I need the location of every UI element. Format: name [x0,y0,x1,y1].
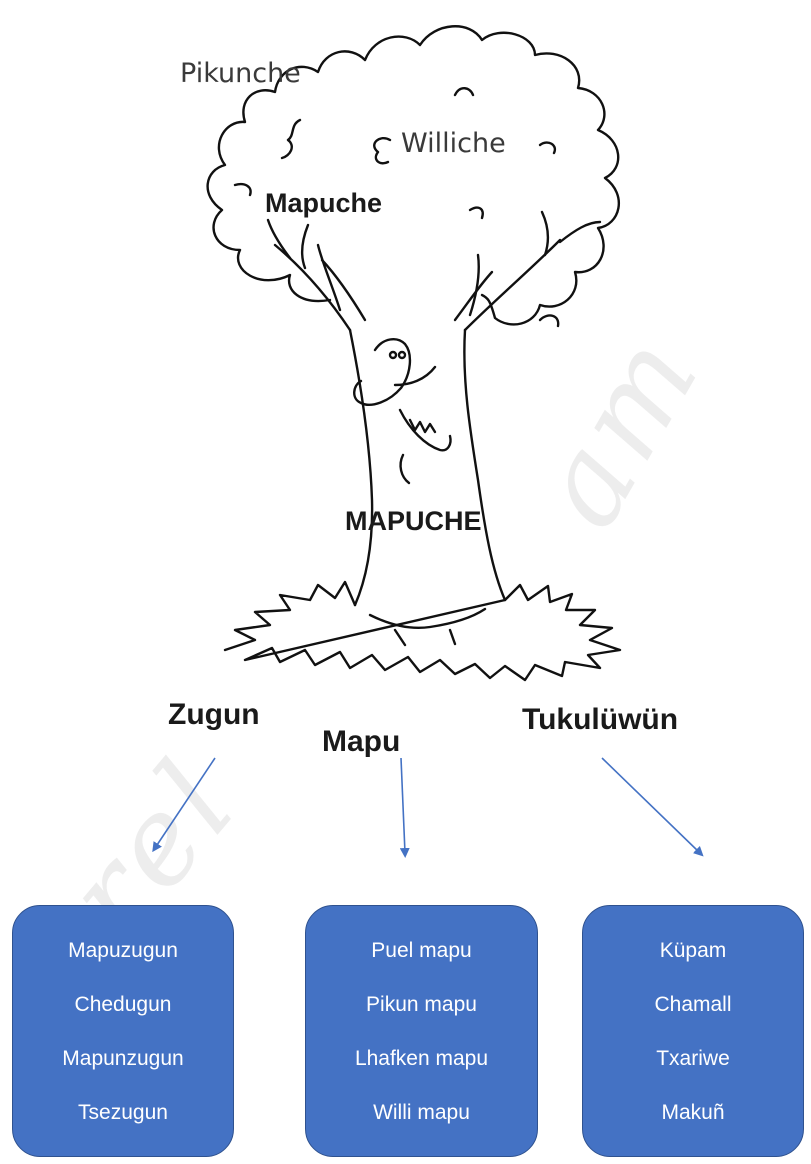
box-item: Lhafken mapu [354,1047,489,1070]
box-item: Txariwe [656,1047,730,1070]
label-mapuche: Mapuche [265,188,383,218]
box-item: Tsezugun [78,1101,168,1124]
box-item: Makuñ [661,1101,725,1124]
tree-branch [463,238,562,332]
box-item: Mapuzugun [68,939,178,962]
tree-canopy [206,25,621,326]
tree-grass [223,580,622,682]
box-item: Chedugun [74,993,172,1016]
box-item: Mapunzugun [62,1047,184,1070]
label-mapuche-trunk: MAPUCHE [345,506,482,536]
tree-trunk [348,328,374,607]
box-tukuluwun: Küpam Chamall Txariwe Makuñ [582,905,804,1157]
arrows-layer [152,757,704,858]
box-item: Willi mapu [373,1101,470,1124]
tree-branch [273,243,352,332]
box-item: Puel mapu [371,939,472,962]
arrow-mapu [399,757,410,858]
box-zugun: Mapuzugun Chedugun Mapunzugun Tsezugun [12,905,234,1157]
box-item: Pikun mapu [366,993,477,1016]
tree-illustration [206,25,622,682]
tree-face [353,338,412,406]
category-tukuluwun: Tukulüwün [522,703,679,736]
box-item: Chamall [654,993,732,1016]
box-mapu: Puel mapu Pikun mapu Lhafken mapu Willi … [305,905,538,1157]
arrow-zugun [152,757,216,853]
category-mapu: Mapu [322,725,401,758]
arrow-tukuluwun [601,757,704,857]
label-pikunche: Pikunche [180,58,301,89]
category-zugun: Zugun [168,698,260,731]
box-item: Küpam [659,939,727,962]
label-williche: Williche [401,128,506,159]
